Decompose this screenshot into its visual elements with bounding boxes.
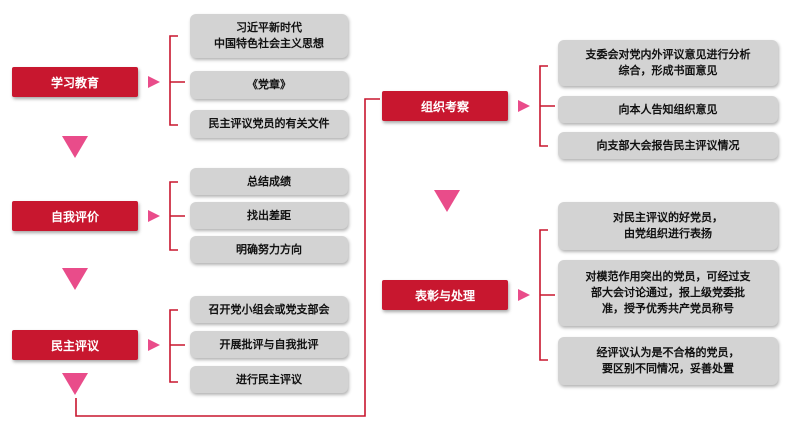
item-direction: 明确努力方向 (190, 236, 348, 263)
item-unqualified: 经评议认为是不合格的党员， 要区别不同情况，妥善处置 (558, 337, 778, 385)
item-inform-self: 向本人告知组织意见 (558, 96, 778, 123)
item-study-thought: 习近平新时代 中国特色社会主义思想 (190, 14, 348, 58)
item-meeting: 召开党小组会或党支部会 (190, 296, 348, 323)
item-commend-good: 对民主评议的好党员， 由党组织进行表扬 (558, 202, 778, 250)
long-connector (75, 98, 380, 417)
item-study-charter: 《党章》 (190, 71, 348, 99)
item-find-gap: 找出差距 (190, 202, 348, 229)
pink-down-triangle-icon (434, 190, 460, 212)
item-summarize: 总结成绩 (190, 168, 348, 195)
stage-commend-handle: 表彰与处理 (382, 280, 508, 310)
stage-democratic-review: 民主评议 (12, 330, 138, 360)
stage-organization-inspection: 组织考察 (382, 91, 508, 121)
pink-right-triangle-icon (148, 210, 160, 222)
pink-down-triangle-icon (62, 373, 88, 395)
bracket-commend (539, 229, 555, 361)
bracket-self (169, 181, 185, 251)
item-criticism: 开展批评与自我批评 (190, 331, 348, 358)
bracket-study (169, 35, 185, 126)
pink-right-triangle-icon (148, 76, 160, 88)
item-report: 向支部大会报告民主评议情况 (558, 132, 778, 159)
pink-right-triangle-icon (148, 339, 160, 351)
item-study-documents: 民主评议党员的有关文件 (190, 110, 348, 138)
item-analysis: 支委会对党内外评议意见进行分析 综合，形成书面意见 (558, 40, 778, 86)
pink-down-triangle-icon (62, 136, 88, 158)
stage-study: 学习教育 (12, 67, 138, 97)
item-conduct-review: 进行民主评议 (190, 366, 348, 393)
bracket-inspect (539, 65, 555, 147)
pink-right-triangle-icon (518, 100, 530, 112)
item-excellent-member: 对模范作用突出的党员，可经过支 部大会讨论通过，报上级党委批 准，授予优秀共产党… (558, 260, 778, 326)
pink-down-triangle-icon (62, 268, 88, 290)
stage-self-evaluation: 自我评价 (12, 201, 138, 231)
bracket-democratic (169, 309, 185, 383)
pink-right-triangle-icon (518, 289, 530, 301)
